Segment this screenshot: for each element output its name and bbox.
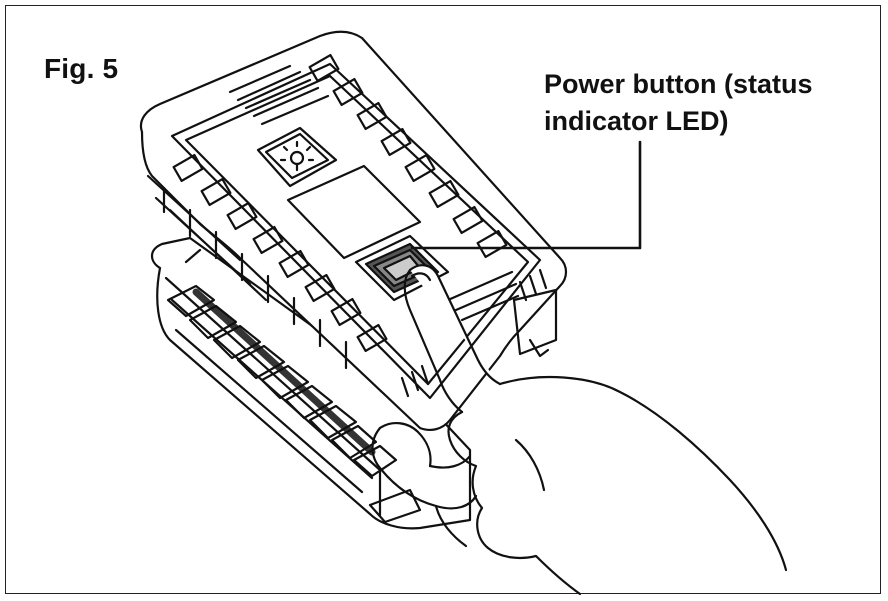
callout-line-1: Power button (status [544,69,813,99]
callout-label: Power button (status indicator LED) [544,66,813,140]
figure-label: Fig. 5 [44,53,119,84]
light-bulb-icon [256,126,338,188]
callout-leader-line [410,140,642,250]
base-housing [150,236,472,530]
callout-line-2: indicator LED) [544,106,729,136]
hand-illustration [371,264,788,596]
power-button-icon [354,234,450,302]
